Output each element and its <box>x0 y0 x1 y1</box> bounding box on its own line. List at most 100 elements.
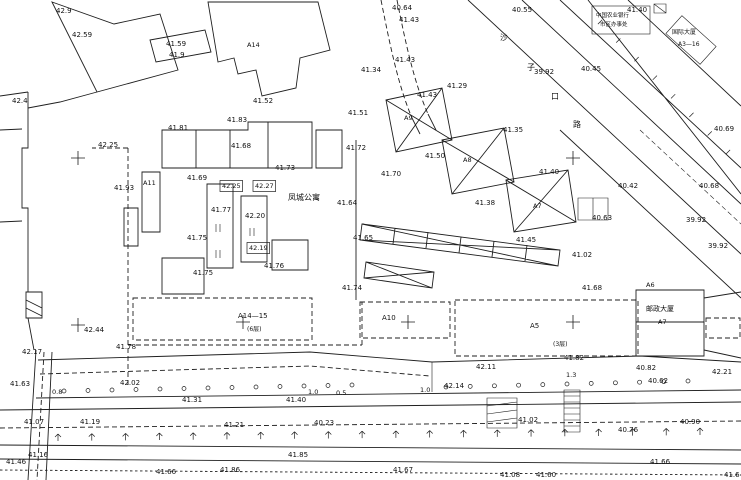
pole-tick-icon <box>696 427 704 435</box>
map-label: 40.23 <box>314 419 334 427</box>
map-label: 41.75 <box>193 269 213 277</box>
map-label: 41.76 <box>264 262 285 270</box>
map-label: A6 <box>646 281 655 289</box>
map-label: 40.68 <box>699 182 719 190</box>
map-label: 42.02 <box>120 379 140 387</box>
map-label: A7 <box>658 318 667 326</box>
map-label: 41.02 <box>572 251 592 259</box>
map-label: 40.62 <box>648 377 668 385</box>
map-label: 41.78 <box>116 343 136 351</box>
pole-tick-icon <box>88 433 96 441</box>
map-label: 41.31 <box>182 396 202 404</box>
tree-circle-icon <box>540 382 546 387</box>
grid-cross-icon <box>71 151 85 165</box>
map-label: 41.43 <box>395 56 415 64</box>
curved-road-tail <box>411 113 437 135</box>
map-label: 41.66 <box>650 458 671 466</box>
map-label: 凤城公寓 <box>288 192 320 202</box>
map-label: 41.21 <box>224 421 244 429</box>
tree-circle-icon <box>443 384 449 390</box>
map-label: 41.83 <box>227 116 247 124</box>
corner-tower-box <box>665 15 717 65</box>
map-label: (3层) <box>553 341 568 348</box>
map-label: 41.70 <box>381 170 401 178</box>
map-label: 41.02 <box>518 416 538 424</box>
map-label: 40.55 <box>512 6 532 14</box>
map-label: 41.50 <box>425 152 445 160</box>
tree-circle-icon <box>661 379 667 384</box>
curved-road-edge <box>380 0 429 119</box>
grid-cross-icon <box>71 318 85 332</box>
map-label: A10 <box>382 314 396 322</box>
map-label: A9 <box>404 114 413 122</box>
map-label: A14 <box>247 41 260 49</box>
map-label: 39.92 <box>708 242 728 250</box>
bank-label-box <box>591 5 651 35</box>
building-post-office-annex <box>705 317 741 339</box>
map-label: 41.69 <box>187 174 207 182</box>
slope-tick-icon <box>615 38 621 43</box>
pole-tick-icon <box>629 428 636 436</box>
tree-circle-icon <box>85 388 91 393</box>
map-label: 41.45 <box>516 236 536 244</box>
map-label: 40.64 <box>392 4 413 12</box>
map-label: 41.35 <box>503 126 523 134</box>
pole-tick-icon <box>122 433 129 441</box>
map-label: 41.6 <box>724 471 740 479</box>
slope-tick-icon <box>707 131 713 136</box>
map-label: 41.43 <box>399 16 419 24</box>
grid-cross-icon <box>566 315 580 329</box>
northeast-road-band <box>559 0 741 195</box>
map-label: 42.19 <box>249 244 268 252</box>
tree-circle-icon <box>181 386 187 391</box>
building-post-office-outline <box>635 289 741 359</box>
tree-circle-icon <box>613 380 618 386</box>
pole-tick-icon <box>527 429 535 437</box>
map-label: 42.44 <box>84 326 105 334</box>
map-label: 40.82 <box>636 364 656 372</box>
map-label: 39.92 <box>534 68 554 76</box>
compound-entrance-marks <box>215 224 255 258</box>
map-label: 41.52 <box>253 97 273 105</box>
compound-buildings <box>123 121 357 300</box>
map-label: 中国农业银行 <box>596 11 630 19</box>
pole-tick-icon <box>426 430 433 438</box>
map-label: 41.81 <box>168 124 188 132</box>
building-row-hatched <box>359 223 561 267</box>
map-label: 41.66 <box>156 468 177 476</box>
plaza-boundary <box>559 129 741 299</box>
map-label: 41.38 <box>475 199 495 207</box>
map-label: 41.65 <box>353 234 373 242</box>
map-label: 40.63 <box>592 214 612 222</box>
map-label: 子 <box>527 63 535 72</box>
map-label: 41.73 <box>275 164 295 172</box>
pole-tick-icon <box>595 428 602 436</box>
benchmark-symbol <box>653 3 667 14</box>
map-label: 41.68 <box>231 142 251 150</box>
road-b-south-edge <box>0 444 741 451</box>
tree-circle-icon <box>325 383 331 388</box>
slope-tick-icon <box>652 75 658 81</box>
map-label: 口 <box>551 92 559 101</box>
map-label: 42.21 <box>712 368 732 376</box>
map-label: A8 <box>463 156 472 164</box>
tree-circle-icon <box>133 387 139 392</box>
building-small-hatched <box>363 261 435 289</box>
map-label: 42.25 <box>222 182 241 190</box>
grid-cross-icon <box>401 315 415 329</box>
map-label: 1.0 <box>420 386 430 394</box>
pole-tick-icon <box>358 430 366 439</box>
tree-circle-icon <box>61 388 67 394</box>
pole-tick-icon <box>494 429 501 437</box>
map-label: 41.68 <box>582 284 602 292</box>
tree-circle-icon <box>637 379 642 385</box>
slope-tick-icon <box>634 56 639 62</box>
tree-circle-icon <box>205 385 211 391</box>
tree-circle-icon <box>564 381 570 387</box>
road-a-south-edge <box>35 389 741 399</box>
map-label: 41.29 <box>447 82 467 90</box>
pole-tick-icon <box>325 431 332 439</box>
pole-tick-icon <box>291 431 298 439</box>
road-b-north-edge <box>0 401 741 411</box>
road-a-center-dashed <box>39 365 431 377</box>
